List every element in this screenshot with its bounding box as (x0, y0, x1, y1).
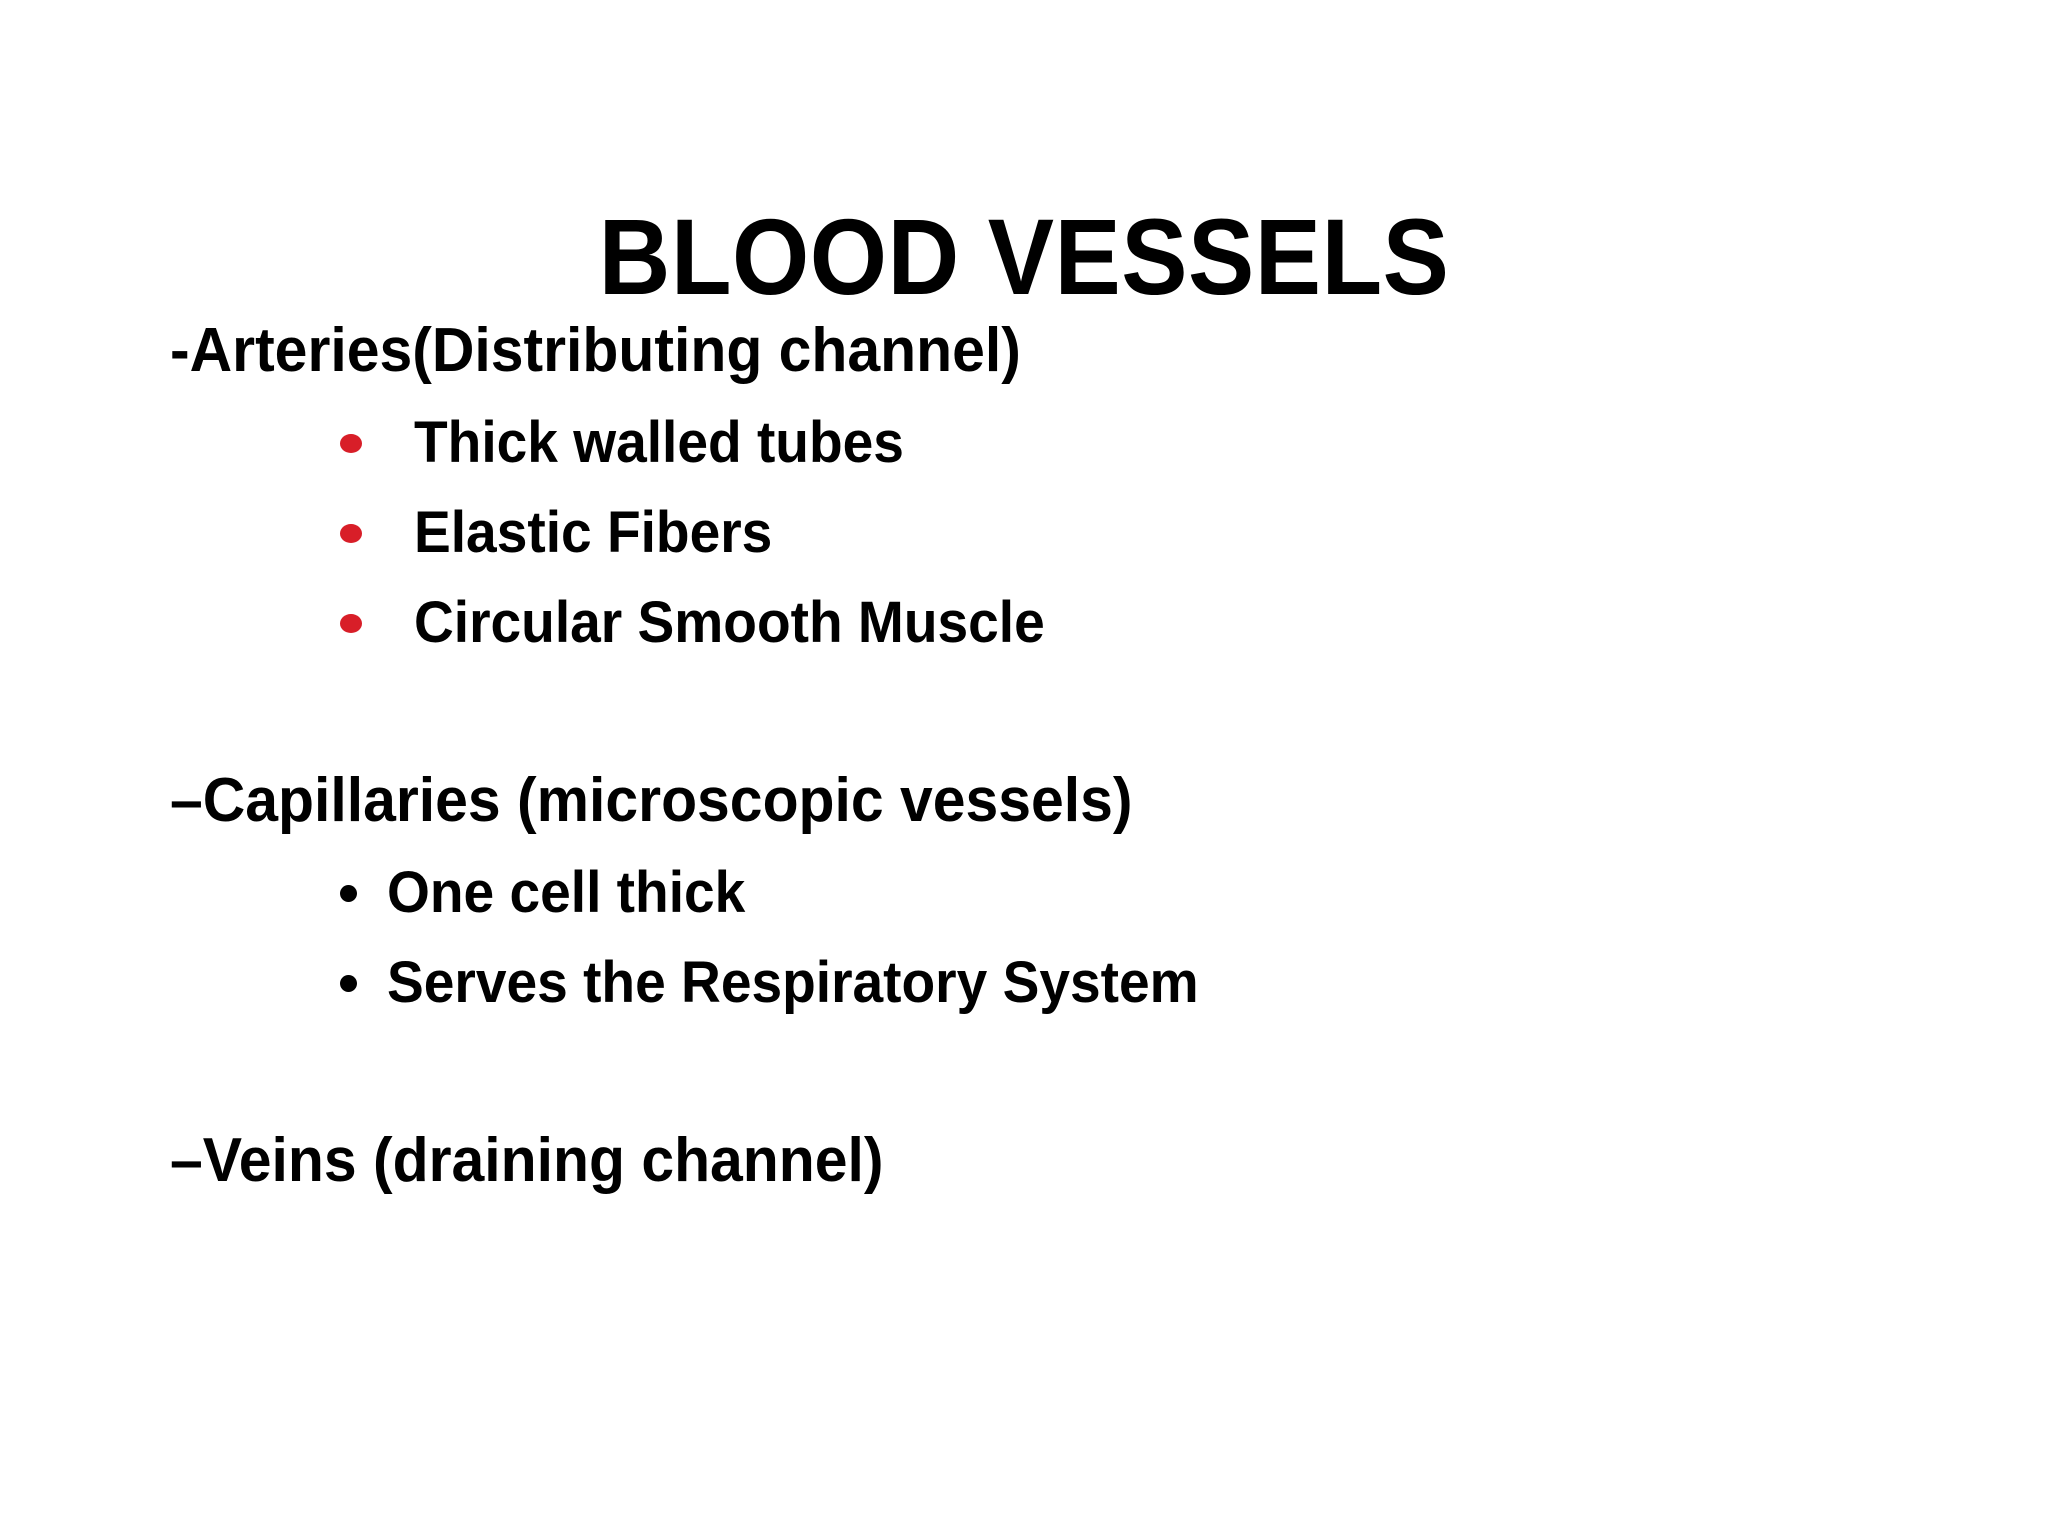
list-item-label: Circular Smooth Muscle (414, 590, 1045, 655)
bullet-dot-icon (340, 433, 362, 453)
list-item: One cell thick (340, 864, 1870, 922)
section-heading-capillaries: –Capillaries (microscopic vessels) (170, 766, 1133, 835)
list-item: Serves the Respiratory System (340, 954, 1870, 1012)
bullet-dot-icon (340, 974, 357, 992)
bullet-list-arteries: Thick walled tubes Elastic Fibers Circul… (170, 414, 1870, 652)
bullet-dot-icon (340, 523, 362, 543)
list-item-label: Elastic Fibers (414, 500, 773, 565)
spacer (170, 652, 1870, 770)
list-item-label: One cell thick (387, 860, 746, 925)
bullet-dot-icon (340, 884, 357, 902)
page-title: BLOOD VESSELS (598, 196, 1450, 318)
slide-body: -Arteries(Distributing channel) Thick wa… (170, 320, 1870, 1192)
spacer (170, 1012, 1870, 1130)
list-item: Elastic Fibers (340, 504, 1870, 562)
list-item: Thick walled tubes (340, 414, 1870, 472)
list-item-label: Thick walled tubes (414, 410, 904, 475)
list-item-label: Serves the Respiratory System (387, 950, 1199, 1015)
bullet-list-capillaries: One cell thick Serves the Respiratory Sy… (170, 864, 1870, 1012)
section-heading-arteries: -Arteries(Distributing channel) (170, 316, 1021, 385)
bullet-dot-icon (340, 613, 362, 633)
section-heading-veins: –Veins (draining channel) (170, 1126, 884, 1195)
list-item: Circular Smooth Muscle (340, 594, 1870, 652)
